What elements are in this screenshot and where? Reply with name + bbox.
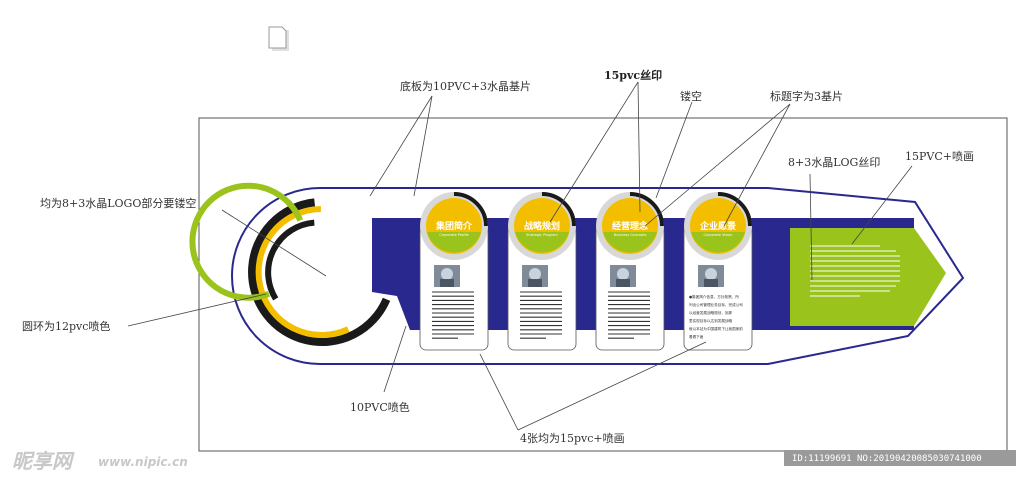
- panel-circle-green: [515, 232, 569, 253]
- annotation-silk-print: 15pvc丝印: [604, 68, 662, 82]
- panel-title: 企业愿景: [699, 220, 736, 232]
- panel-circle-green: [427, 232, 481, 253]
- panel-title: 经营理念: [612, 220, 648, 232]
- ring-black-inner: [265, 219, 315, 301]
- watermark-id-bar: [784, 450, 1016, 466]
- panel-photo: [698, 265, 724, 287]
- panel-circle-arc: [453, 192, 488, 227]
- panel-title: 战略规划: [524, 220, 560, 232]
- panel-body-text: ●集团简介信息，方针政策，所: [689, 294, 739, 299]
- panel-subtitle: Corporate Profile: [439, 233, 469, 237]
- panel-subtitle: Corporate Vision: [703, 233, 732, 237]
- outer-board: [198, 117, 1008, 452]
- ring-group: [189, 182, 391, 346]
- panel-circle-green: [691, 232, 745, 253]
- panel-text-lines: [432, 291, 474, 339]
- document-icon: [268, 26, 289, 51]
- panel-body-text: 里实现目标以达到发展战略: [689, 318, 733, 323]
- annotation-base-board: 底板为10PVC+3水晶基片: [400, 79, 531, 93]
- annotation-ring-note: 圆环为12pvc喷色: [22, 319, 110, 333]
- leader-lines: [127, 81, 913, 431]
- green-arrow-panel: [790, 228, 946, 326]
- panel-title: 集团简介: [435, 220, 473, 232]
- watermark-logo: 昵享网: [12, 449, 75, 473]
- panel-body-text: 以经营发展战略规划，到那: [689, 310, 733, 315]
- panel-body-text: 列出公司管理业务目标，完成公司: [689, 302, 743, 307]
- annotation-pvc-spray-blue: 10PVC喷色: [350, 400, 410, 414]
- watermark-url: www.nipic.cn: [98, 455, 188, 469]
- annotation-hollow: 镂空: [680, 89, 702, 103]
- panel-body-text: 看看下面: [689, 334, 704, 339]
- panel-subtitle: Business Concepts: [614, 233, 647, 237]
- watermark-id: ID:11199691 NO:20190420085030741000: [792, 454, 982, 464]
- panel-photo: [522, 265, 548, 287]
- ring-green: [189, 182, 303, 301]
- annotation-title-text: 标题字为3基片: [770, 89, 843, 103]
- green-panel-lines: [810, 245, 900, 297]
- panel-body-text: 就以本站为中国建筑下让我国家前: [689, 326, 743, 331]
- panel-text-lines: [520, 291, 562, 339]
- panel-photo: [610, 265, 636, 287]
- panel-circle-arc: [629, 192, 664, 227]
- panel-circle-green: [603, 232, 657, 253]
- panel-circle-arc: [717, 192, 752, 227]
- annotation-four-panels: 4张均为15pvc+喷画: [520, 432, 625, 445]
- panel-circle-arc: [541, 192, 576, 227]
- ring-black-outer: [248, 198, 391, 346]
- annotation-logo-hollow: 均为8+3水晶LOGO部分要镂空: [40, 196, 196, 210]
- ring-yellow: [255, 206, 350, 338]
- panel-text-lines: [608, 291, 650, 339]
- panel-subtitle: Strategic Program: [526, 233, 558, 237]
- annotation-pvc-spray-right: 15PVC+喷画: [905, 150, 974, 163]
- annotation-crystal-logo: 8+3水晶LOG丝印: [788, 156, 880, 169]
- panel-photo: [434, 265, 460, 287]
